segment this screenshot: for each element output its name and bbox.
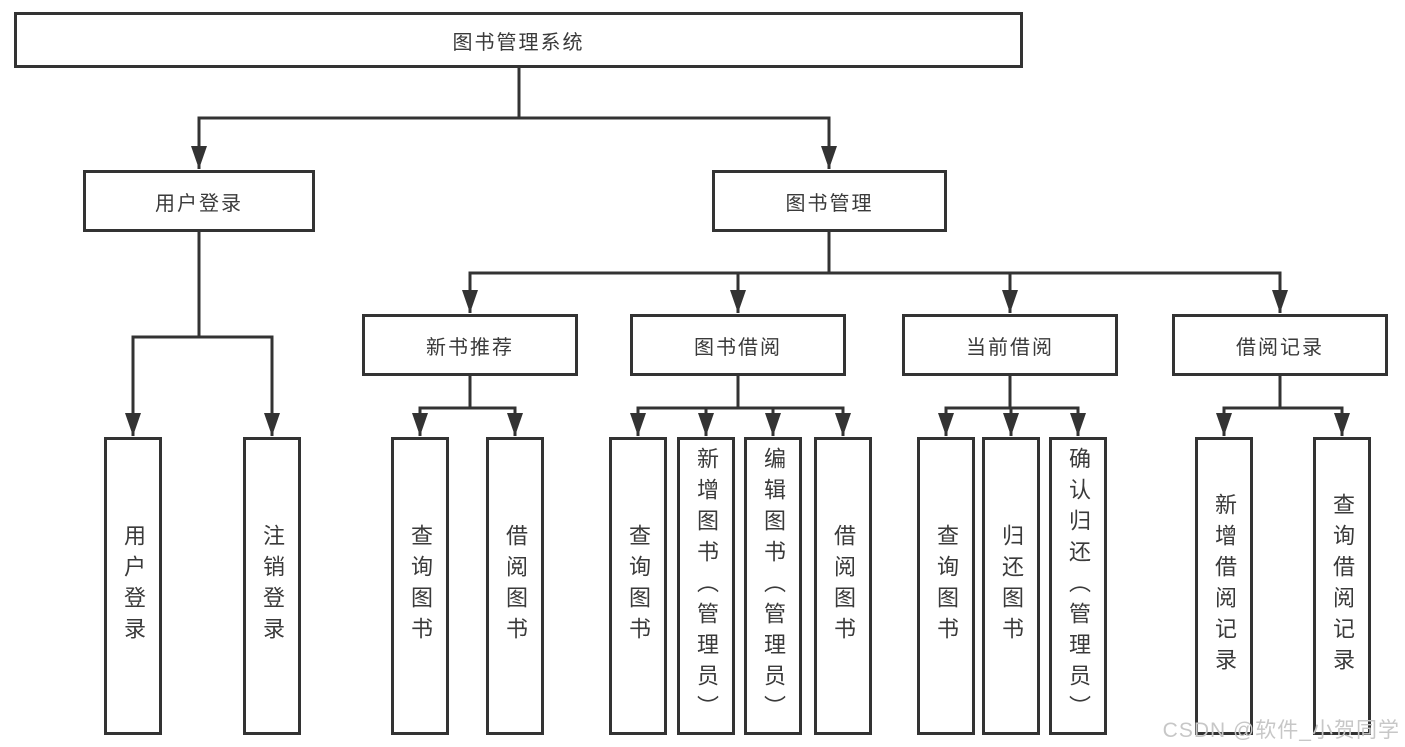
node-label: 新书推荐	[426, 336, 514, 359]
leaf-logout: 注销登录	[243, 437, 301, 735]
node-label: 借阅记录	[1236, 336, 1324, 359]
connector-bus-lines	[131, 66, 1344, 410]
node-label: 当前借阅	[966, 336, 1054, 359]
leaf-current-query-books: 查询图书	[917, 437, 975, 735]
leaf-label: 借阅图书	[831, 524, 856, 648]
leaf-current-return-books: 归还图书	[982, 437, 1040, 735]
leaf-label: 查询图书	[408, 524, 433, 648]
leaf-label: 借阅图书	[503, 524, 528, 648]
leaf-borrowing-query-books: 查询图书	[609, 437, 667, 735]
leaf-borrowing-edit-book-admin: 编辑图书（管理员）	[744, 437, 802, 735]
node-new-book-recommendation: 新书推荐	[362, 314, 578, 376]
leaf-label: 查询借阅记录	[1330, 493, 1355, 679]
watermark-text: CSDN @软件_小贺同学	[1162, 719, 1400, 742]
leaf-records-add-record: 新增借阅记录	[1195, 437, 1253, 735]
leaf-label: 确认归还（管理员）	[1066, 446, 1091, 726]
leaf-borrowing-borrow-books: 借阅图书	[814, 437, 872, 735]
leaf-label: 归还图书	[999, 524, 1024, 648]
leaf-user-login: 用户登录	[104, 437, 162, 735]
leaf-current-confirm-return-admin: 确认归还（管理员）	[1049, 437, 1107, 735]
node-library-system: 图书管理系统	[14, 12, 1023, 68]
node-user-login: 用户登录	[83, 170, 315, 232]
leaf-records-query-record: 查询借阅记录	[1313, 437, 1371, 735]
leaf-label: 查询图书	[934, 524, 959, 648]
leaf-label: 编辑图书（管理员）	[761, 446, 786, 726]
node-current-borrowing: 当前借阅	[902, 314, 1118, 376]
node-label: 图书管理	[785, 192, 874, 215]
node-label: 图书管理系统	[452, 31, 585, 54]
leaf-borrowing-add-book-admin: 新增图书（管理员）	[677, 437, 735, 735]
leaf-newbooks-borrow-books: 借阅图书	[486, 437, 544, 735]
node-book-management: 图书管理	[712, 170, 947, 232]
node-borrowing-records: 借阅记录	[1172, 314, 1388, 376]
leaf-label: 新增借阅记录	[1212, 493, 1237, 679]
leaf-newbooks-query-books: 查询图书	[391, 437, 449, 735]
node-label: 图书借阅	[694, 336, 782, 359]
leaf-label: 注销登录	[260, 524, 285, 648]
node-book-borrowing: 图书借阅	[630, 314, 846, 376]
leaf-label: 查询图书	[626, 524, 651, 648]
leaf-label: 新增图书（管理员）	[694, 446, 719, 726]
node-label: 用户登录	[155, 192, 243, 215]
leaf-label: 用户登录	[121, 524, 146, 648]
